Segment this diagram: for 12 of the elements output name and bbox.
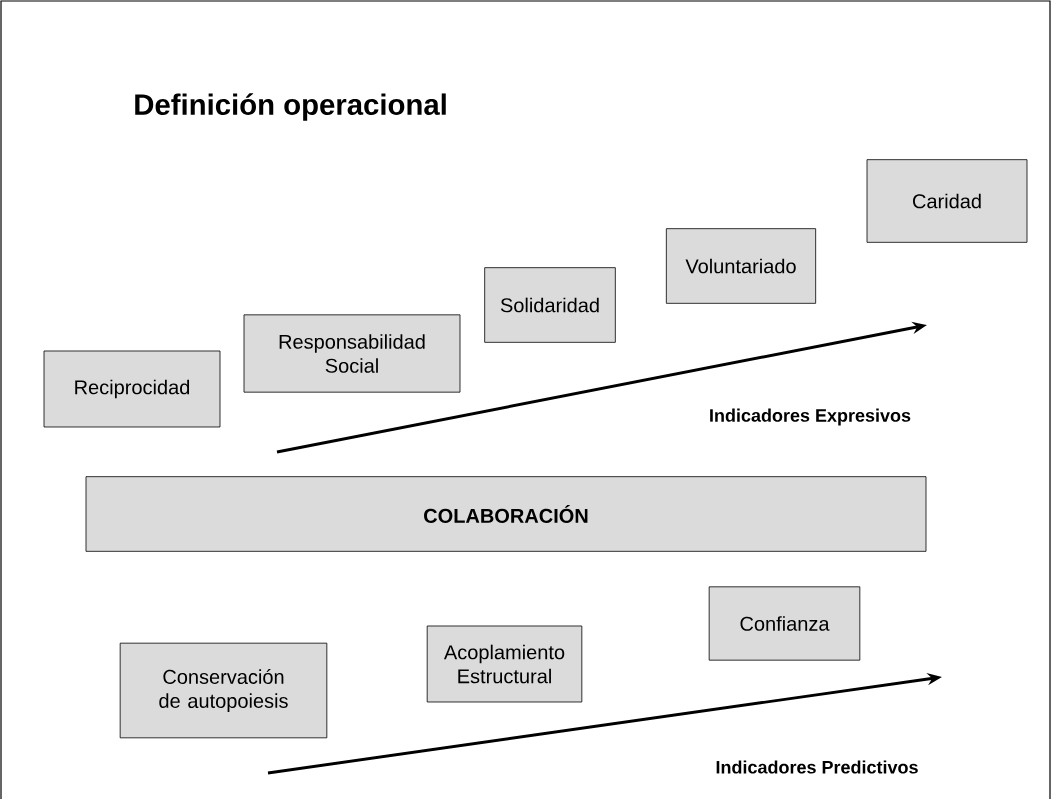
- text-box: Responsabilidad Social: [243, 314, 461, 393]
- title: Definición operacional: [135, 93, 446, 121]
- text-box: Solidaridad: [484, 267, 616, 343]
- axis-label: Indicadores Predictivos: [716, 760, 918, 774]
- text-box: Conservación de autopoiesis: [119, 642, 328, 739]
- text-box: Acoplamiento Estructural: [426, 625, 583, 703]
- text-box: Voluntariado: [665, 228, 817, 304]
- text-box: COLABORACIÓN: [85, 476, 927, 552]
- axis-label: Indicadores Expresivos: [710, 408, 911, 426]
- text-box: Caridad: [866, 159, 1028, 243]
- text-box: Reciprocidad: [43, 350, 221, 428]
- text-box: Confianza: [708, 586, 861, 661]
